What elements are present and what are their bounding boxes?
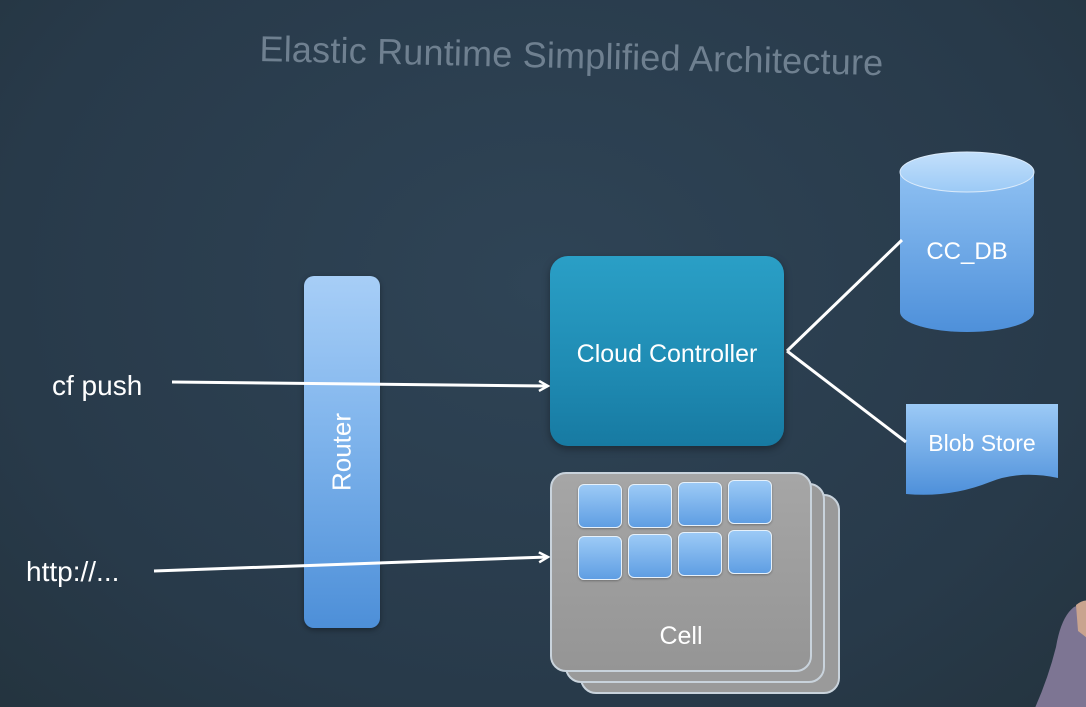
container-chip [678, 532, 722, 576]
cc-db-label: CC_DB [926, 238, 1008, 265]
container-chip [578, 484, 622, 528]
cloud-controller-label: Cloud Controller [576, 340, 758, 368]
cf-push-arrow [171, 382, 548, 386]
cell-label: Cell [659, 622, 703, 650]
cf-push-label: cf push [52, 370, 143, 401]
blob-store-shape [906, 404, 1058, 495]
http-arrow [153, 557, 548, 573]
container-chip [628, 534, 672, 578]
container-chip [728, 480, 772, 524]
container-chip [628, 484, 672, 528]
container-chip [578, 536, 622, 580]
presenter-silhouette [1035, 600, 1086, 707]
container-chip [728, 530, 772, 574]
cc-to-blob-line [786, 349, 907, 444]
http-label: http://... [26, 556, 120, 587]
container-chip [678, 482, 722, 526]
cc-to-db-line [785, 238, 904, 353]
cloud-controller-box: Cloud Controller [550, 256, 784, 446]
cell-box: Cell [550, 472, 812, 672]
blob-store-label: Blob Store [928, 430, 1036, 456]
cc-db-cylinder [899, 151, 1035, 332]
router-box: Router [304, 276, 380, 628]
